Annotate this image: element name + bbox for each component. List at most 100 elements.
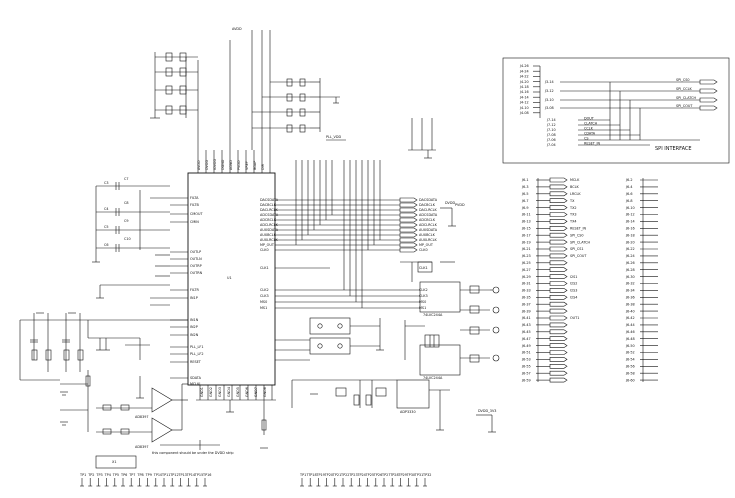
test-point-label: TP6 <box>120 473 127 477</box>
test-point-label: TP8 <box>136 473 143 477</box>
connector-a-tag <box>549 329 568 335</box>
spi-upper-pin: J3-08 <box>544 106 554 110</box>
connector-a-pin: J6-43 <box>521 323 531 327</box>
test-point-label: TP29 <box>397 473 406 477</box>
spi-upper-pin: J3-14 <box>544 80 554 84</box>
spi-lower-pin: J7-10 <box>546 128 556 132</box>
box-label: X1 <box>112 460 116 464</box>
connector-b-pin: J6-4 <box>625 185 633 189</box>
test-point-label: TP16 <box>202 473 211 477</box>
ic-right-pin: CLK0 <box>260 248 269 252</box>
connector-a-pin: J6-7 <box>521 199 529 203</box>
connector-a-tag <box>549 322 568 328</box>
ic-top-pin: BGAP <box>253 161 257 170</box>
connector-a-pin: J6-9 <box>521 206 529 210</box>
spi-left-pin: J4-12 <box>519 101 529 105</box>
main-ic <box>187 172 276 386</box>
chip-label: U1 <box>227 276 232 280</box>
power-net-label: PVDD <box>455 203 465 207</box>
connector-b-pin: J6-60 <box>625 378 635 382</box>
bottom-pin-stubs <box>196 385 276 449</box>
connector-a-net: I2S4 <box>570 296 577 300</box>
ic-right-pin: CLK3 <box>260 294 269 298</box>
connector-b-pin: J6-14 <box>625 220 635 224</box>
bus-tag-label: MS0 <box>419 300 426 304</box>
connector-a-tag <box>549 253 568 259</box>
bus-tag-label: AUXLRCLK <box>419 238 437 242</box>
spi-lower-net: CS <box>584 136 589 140</box>
spi-left-pin: J4-08 <box>519 111 529 115</box>
test-point-label: TP17 <box>299 473 308 477</box>
ic-left-pin: FILTR <box>190 288 199 292</box>
spi-bus-lines <box>560 81 700 146</box>
spi-lower-net: DOUT <box>584 116 595 120</box>
connector-a-pin: J6-59 <box>521 378 531 382</box>
ic-top-pin: AVDD <box>197 160 201 170</box>
ic-right-pin: AUXBCLK <box>260 233 277 237</box>
spi-upper-tag <box>699 97 718 103</box>
connector-a-tag <box>549 177 568 183</box>
connector-b-pin: J6-54 <box>625 358 635 362</box>
connector-b-pin: J6-8 <box>625 199 633 203</box>
connector-a-tag <box>549 315 568 321</box>
test-point-label: TP32 <box>422 473 431 477</box>
bus-tag-label: DACLRCLK <box>419 208 438 212</box>
connector-b-pin: J6-48 <box>625 337 635 341</box>
connector-a-pin: J6-13 <box>521 220 531 224</box>
test-point-label: TP7 <box>128 473 135 477</box>
power-net-label: DVDD <box>445 201 455 205</box>
test-point-label: TP28 <box>389 473 398 477</box>
spi-lower-pin: J7-08 <box>546 133 556 137</box>
spi-left-pin: J4-26 <box>519 64 529 68</box>
connector-a-net: SPI_CLATCH <box>570 240 591 244</box>
spi-left-pin: J4-24 <box>519 69 529 73</box>
ic-top-pin: AGND <box>229 160 233 170</box>
left-cap-label: C3 <box>104 181 109 185</box>
spi-lower-pin: J7-06 <box>546 138 556 142</box>
ic-left-pin: CMIN <box>190 220 199 224</box>
test-point-label: TP15 <box>194 473 203 477</box>
buffer-ic-2 <box>419 344 461 376</box>
spi-upper-net: SPI_CLATCH <box>676 96 697 100</box>
connector-a-pin: J6-3 <box>521 185 529 189</box>
left-cap-label: C7 <box>124 177 129 181</box>
right-bus-drops <box>295 160 381 308</box>
ic-right-pin: MP_OUT <box>260 243 275 247</box>
connector-a-tag <box>549 184 568 190</box>
connector-a-pin: J6-45 <box>521 330 531 334</box>
test-point-label: TP21 <box>332 473 341 477</box>
connector-b-pin: J6-20 <box>625 240 635 244</box>
connector-a-pin: J6-31 <box>521 282 531 286</box>
test-point-label: TP30 <box>406 473 415 477</box>
test-point-label: TP1 <box>79 473 86 477</box>
connector-a-tag <box>549 260 568 266</box>
connector-a-net: I2S3 <box>570 289 577 293</box>
connector-b-pin: J6-52 <box>625 351 635 355</box>
connector-a-net: RESET_IN <box>570 227 587 231</box>
connector-a-tag <box>549 191 568 197</box>
connector-a-net: I2S2 <box>570 282 577 286</box>
ic-left-pin: PLL_LF2 <box>190 352 204 356</box>
test-point-label: TP5 <box>112 473 119 477</box>
connector-a-tag <box>549 294 568 300</box>
connector-a-pin: J6-33 <box>521 289 531 293</box>
ic-left-pin: IN2N <box>190 333 199 337</box>
power-net-label: DVDD_3V3 <box>478 409 496 413</box>
connector-b-pin: J6-24 <box>625 254 635 258</box>
ic-part-label: 74LVC244A <box>423 376 443 380</box>
left-cap-label: C9 <box>124 219 129 223</box>
ic-top-pin: DGND <box>221 159 225 170</box>
connector-a-pin: J6-57 <box>521 371 531 375</box>
connector-a-tag <box>549 232 568 238</box>
power-net-label: PLL_VDD <box>326 135 341 139</box>
ic-right-pin: DACSDATA <box>260 198 279 202</box>
test-point-label: TP10 <box>153 473 162 477</box>
bus-tag-label: ADCSDATA <box>419 213 438 217</box>
spi-left-pin: J4-18 <box>519 85 529 89</box>
opamps <box>60 370 220 450</box>
ic-left-pin: OUTRP <box>190 264 202 268</box>
output-caps <box>96 254 170 306</box>
test-point-label: TP3 <box>95 473 102 477</box>
left-cap-label: C8 <box>124 201 129 205</box>
connector-a-net: BCLK <box>570 185 580 189</box>
